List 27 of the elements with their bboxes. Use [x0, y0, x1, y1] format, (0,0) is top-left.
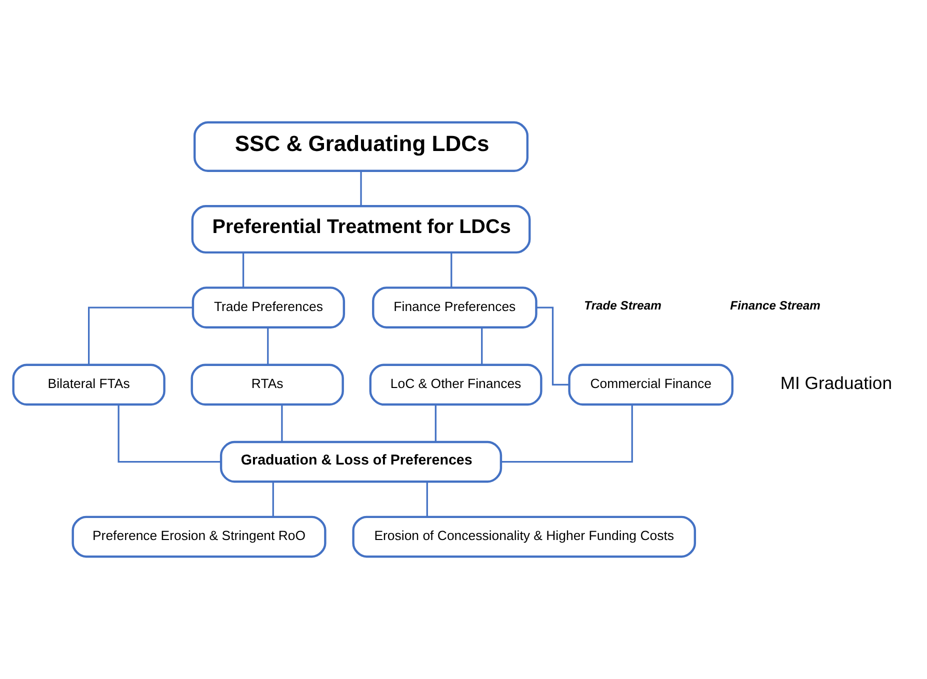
node-box: Commercial Finance [568, 364, 734, 406]
connector [281, 404, 283, 442]
node-box: Preferential Treatment for LDCs [191, 205, 531, 254]
node-box: Preference Erosion & Stringent RoO [72, 516, 326, 558]
connector [501, 404, 633, 463]
node-box: SSC & Graduating LDCs [194, 121, 529, 172]
connector [434, 404, 436, 442]
connector [242, 252, 244, 288]
label: MI Graduation [780, 372, 892, 393]
connector [88, 306, 193, 365]
label: Trade Stream [584, 298, 662, 313]
node-box: Graduation & Loss of Preferences [220, 440, 502, 483]
node-box: Erosion of Concessionality & Higher Funding Costs [352, 516, 696, 558]
connector [118, 404, 222, 463]
connector [450, 252, 452, 288]
connector [360, 171, 362, 206]
connector [536, 306, 569, 386]
node-box: Bilateral FTAs [12, 364, 166, 406]
label: Finance Stream [730, 298, 820, 313]
node-box: LoC & Other Finances [369, 364, 542, 406]
connector [426, 482, 428, 517]
connector [481, 327, 483, 365]
node-box: RTAs [190, 364, 344, 406]
node-box: Trade Preferences [192, 286, 346, 328]
connector [272, 482, 274, 517]
node-box: Finance Preferences [372, 286, 538, 328]
connector [267, 327, 269, 365]
